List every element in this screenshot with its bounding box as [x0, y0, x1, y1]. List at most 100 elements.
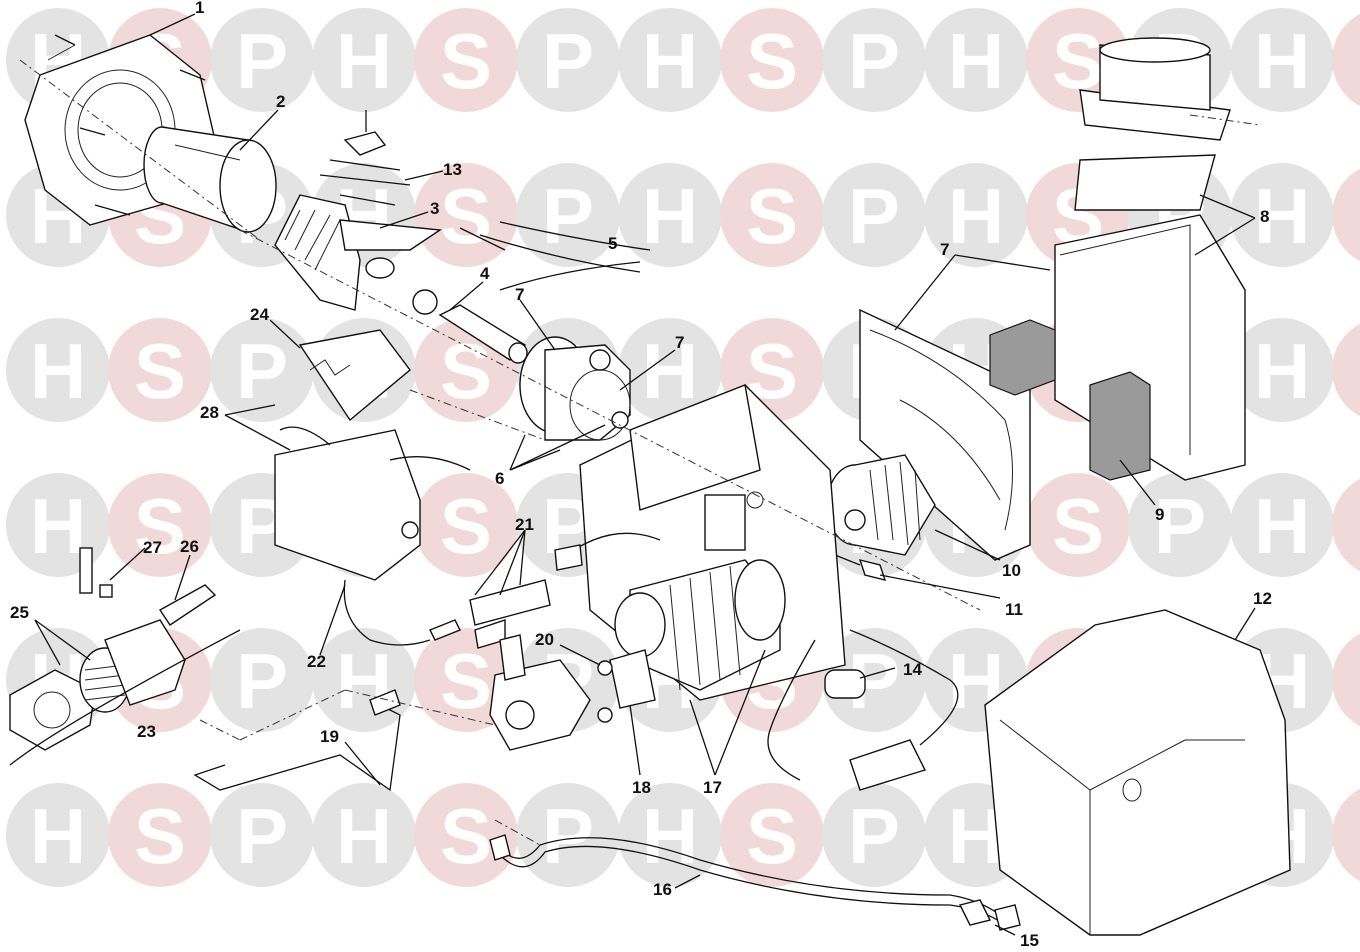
part-capacitor	[767, 639, 866, 781]
callout-18: 18	[632, 778, 651, 797]
svg-text:S: S	[746, 792, 798, 880]
watermark-roundel: S	[108, 473, 212, 577]
svg-text:P: P	[848, 792, 900, 880]
part-acoustic-insert	[989, 319, 1151, 481]
part-oil-pipe	[193, 689, 401, 792]
part-electrodes	[319, 110, 411, 206]
watermark-roundel: H	[1230, 8, 1334, 112]
watermark-roundel: H	[1230, 318, 1334, 422]
watermark-roundel: H	[924, 163, 1028, 267]
callout-8: 8	[1260, 207, 1269, 226]
callout-28: 28	[200, 403, 219, 422]
watermark-roundel: S	[414, 8, 518, 112]
svg-text:S: S	[440, 482, 492, 570]
watermark-roundel: P	[1128, 473, 1232, 577]
watermark-roundel: H	[1230, 163, 1334, 267]
callout-24: 24	[250, 305, 269, 324]
svg-text:H: H	[336, 17, 392, 105]
callout-numbers: 1 2 3 4 5 6 7 7 7 8 9 10 11 12 13 14 15 …	[10, 0, 1272, 950]
watermark-roundel: H	[618, 163, 722, 267]
callout-1: 1	[195, 0, 204, 17]
callout-22: 22	[307, 652, 326, 671]
watermark-roundel: P	[210, 628, 314, 732]
callout-7-pump-seal: 7	[515, 285, 524, 304]
part-pump-flange	[519, 336, 631, 441]
watermark-roundel: H	[1230, 473, 1334, 577]
callout-13: 13	[443, 160, 462, 179]
callout-5: 5	[608, 234, 617, 253]
callout-21: 21	[515, 515, 534, 534]
part-combustion-head	[274, 194, 443, 311]
watermark-roundel: S	[414, 473, 518, 577]
watermark-roundel: H	[618, 783, 722, 887]
callout-4: 4	[480, 264, 490, 283]
watermark-roundel: S	[720, 163, 824, 267]
svg-text:P: P	[236, 792, 288, 880]
callout-20: 20	[535, 630, 554, 649]
svg-text:H: H	[642, 792, 698, 880]
svg-text:P: P	[848, 17, 900, 105]
svg-text:S: S	[1358, 172, 1360, 260]
svg-text:H: H	[1254, 17, 1310, 105]
part-hose-adapter	[994, 904, 1021, 931]
svg-text:P: P	[542, 17, 594, 105]
watermark-roundel: H	[618, 8, 722, 112]
svg-text:S: S	[1052, 482, 1104, 570]
watermark-roundel: P	[210, 8, 314, 112]
watermark-roundel: P	[210, 318, 314, 422]
callout-26: 26	[180, 537, 199, 556]
watermark-roundel: H	[6, 783, 110, 887]
callout-3: 3	[430, 199, 439, 218]
svg-text:H: H	[948, 172, 1004, 260]
callout-23: 23	[137, 722, 156, 741]
svg-text:S: S	[1358, 17, 1360, 105]
part-ht-leads	[479, 221, 651, 291]
svg-text:S: S	[134, 327, 186, 415]
svg-text:P: P	[236, 637, 288, 725]
watermark-roundel: S	[1332, 788, 1360, 882]
watermark-roundel: S	[108, 318, 212, 422]
svg-text:H: H	[1254, 482, 1310, 570]
callout-14: 14	[903, 660, 922, 679]
svg-text:S: S	[440, 172, 492, 260]
svg-text:S: S	[1358, 792, 1360, 880]
callout-11: 11	[1005, 600, 1023, 619]
svg-text:H: H	[642, 172, 698, 260]
watermark-roundel: P	[822, 628, 926, 732]
svg-text:S: S	[1358, 482, 1360, 570]
watermark-roundel: H	[6, 318, 110, 422]
svg-text:S: S	[1052, 17, 1104, 105]
part-fan-impeller	[826, 454, 936, 556]
watermark-roundel: S	[414, 783, 518, 887]
svg-text:H: H	[336, 792, 392, 880]
svg-text:S: S	[440, 637, 492, 725]
part-nozzle-holder	[412, 289, 528, 364]
callout-27: 27	[143, 538, 162, 557]
watermark-roundel: P	[210, 783, 314, 887]
svg-text:H: H	[642, 327, 698, 415]
callout-7-o-ring: 7	[675, 333, 684, 352]
part-control-box	[274, 329, 471, 581]
part-motor	[614, 559, 786, 691]
svg-text:P: P	[1154, 482, 1206, 570]
part-control-lead	[343, 579, 461, 646]
callout-9: 9	[1155, 505, 1164, 524]
callout-7-fan-housing: 7	[940, 240, 949, 259]
svg-text:P: P	[236, 17, 288, 105]
svg-text:S: S	[134, 482, 186, 570]
svg-text:S: S	[440, 792, 492, 880]
assembly-centerlines	[19, 59, 1261, 846]
svg-text:H: H	[1254, 172, 1310, 260]
watermark-roundel: P	[516, 783, 620, 887]
part-plug-socket	[849, 629, 959, 791]
watermark-roundel: S	[414, 163, 518, 267]
callout-25: 25	[10, 603, 29, 622]
callout-16: 16	[653, 880, 672, 899]
callout-leaders	[34, 13, 1256, 936]
callout-19: 19	[320, 727, 339, 746]
part-blast-tube	[143, 126, 277, 233]
svg-text:S: S	[1358, 637, 1360, 725]
callout-17: 17	[703, 778, 722, 797]
